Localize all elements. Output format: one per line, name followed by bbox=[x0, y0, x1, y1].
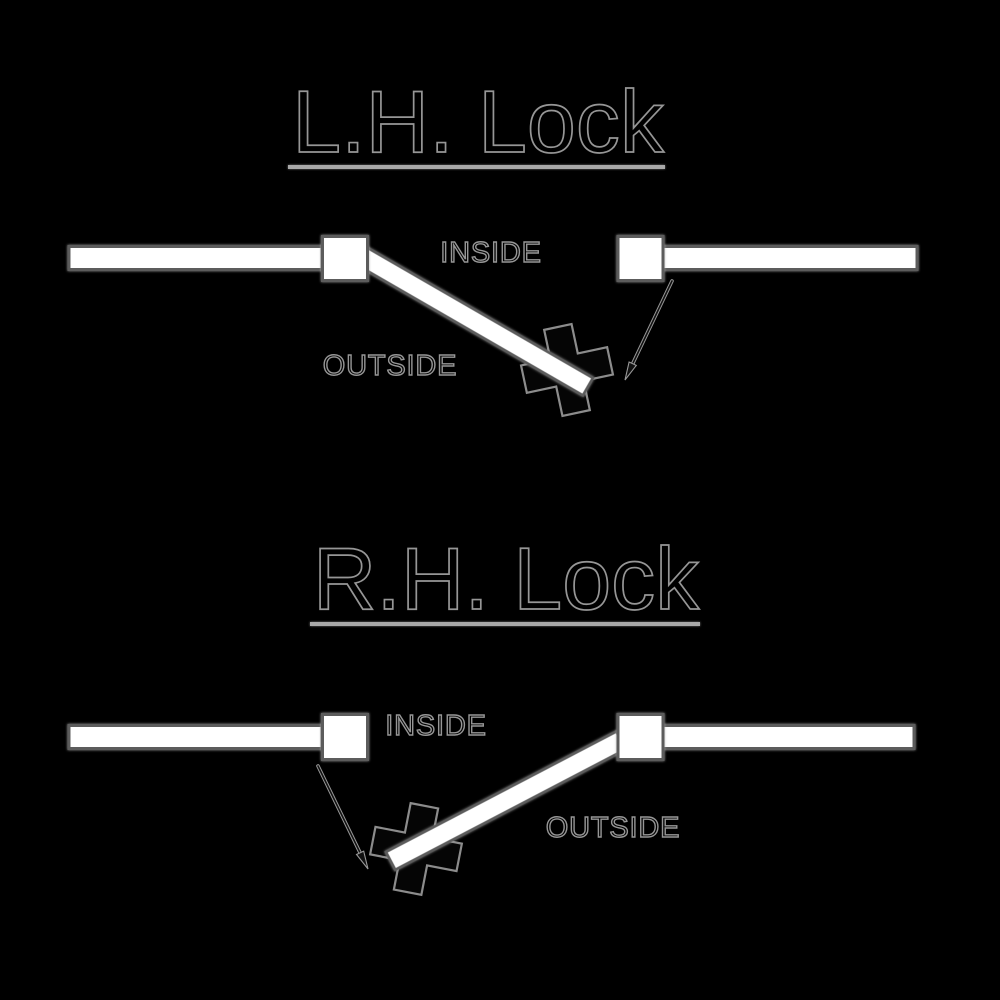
door-swing-arrow-icon bbox=[316, 764, 369, 870]
door-frame-strike-post bbox=[321, 713, 369, 761]
rh-lock-section: R.H. Lock INSIDE OUTSIDE bbox=[67, 528, 916, 897]
wall-left bbox=[67, 245, 324, 271]
door-frame-strike-post bbox=[616, 235, 665, 282]
inside-label: INSIDE bbox=[440, 237, 542, 269]
wall-left bbox=[67, 724, 324, 750]
title-underline bbox=[310, 622, 700, 626]
inside-label: INSIDE bbox=[385, 710, 487, 742]
door-panel bbox=[384, 729, 628, 872]
wall-right bbox=[661, 245, 919, 271]
door-frame-hinge-post bbox=[321, 235, 369, 282]
outside-label: OUTSIDE bbox=[546, 812, 681, 844]
wall-right bbox=[661, 724, 916, 750]
section-title: L.H. Lock bbox=[292, 72, 665, 171]
outside-label: OUTSIDE bbox=[323, 350, 458, 382]
door-frame-hinge-post bbox=[616, 713, 665, 761]
title-underline bbox=[288, 165, 665, 169]
section-title: R.H. Lock bbox=[313, 529, 700, 628]
door-swing-arrow-icon bbox=[624, 279, 674, 381]
lh-lock-section: L.H. Lock INSIDE OUTSIDE bbox=[67, 71, 919, 418]
